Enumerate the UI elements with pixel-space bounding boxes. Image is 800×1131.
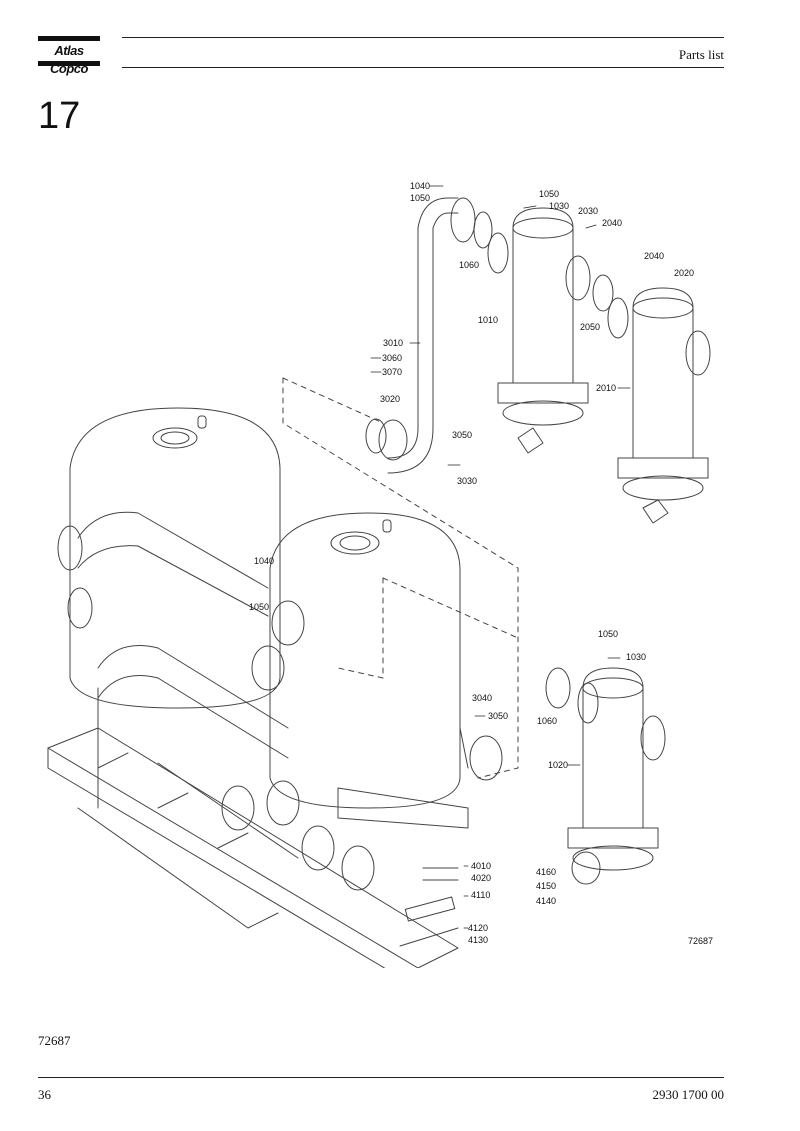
document-number: 2930 1700 00 xyxy=(652,1087,725,1102)
callout-1050: 1050 xyxy=(598,629,618,639)
assembly-lines xyxy=(282,377,519,779)
callout-1010: 1010 xyxy=(478,315,498,325)
callout-labels: 1040 1050 1060 1050 1030 2030 2040 1010 … xyxy=(249,181,713,946)
callout-1050: 1050 xyxy=(539,189,559,199)
bent-pipe-3010 xyxy=(365,197,493,474)
callout-3070: 3070 xyxy=(382,367,402,377)
base-frame xyxy=(47,727,469,968)
logo-bar-top xyxy=(38,36,100,41)
callout-3050: 3050 xyxy=(488,711,508,721)
front-vessel xyxy=(269,512,469,809)
callout-2020: 2020 xyxy=(674,268,694,278)
callout-1030: 1030 xyxy=(626,652,646,662)
callout-2040: 2040 xyxy=(602,218,622,228)
rear-vessel xyxy=(69,407,281,709)
callout-1060: 1060 xyxy=(537,716,557,726)
filter-2010 xyxy=(607,287,711,524)
header-title: Parts list xyxy=(678,47,724,62)
callout-1030: 1030 xyxy=(549,201,569,211)
header-rule-top xyxy=(122,37,724,38)
callout-3060: 3060 xyxy=(382,353,402,363)
callout-2010: 2010 xyxy=(596,383,616,393)
callout-1050: 1050 xyxy=(410,193,430,203)
callout-4020: 4020 xyxy=(471,873,491,883)
logo-text: Atlas Copco xyxy=(50,43,88,76)
callout-1060: 1060 xyxy=(459,260,479,270)
loose-parts xyxy=(399,867,459,947)
callout-3020: 3020 xyxy=(380,394,400,404)
exploded-parts-drawing: 1040 1050 1060 1050 1030 2030 2040 1010 … xyxy=(47,181,713,968)
header-rule-bottom xyxy=(122,67,724,68)
callout-1050: 1050 xyxy=(249,602,269,612)
callout-4160: 4160 xyxy=(536,867,556,877)
atlas-copco-logo: Atlas Copco xyxy=(38,36,100,76)
callout-2030: 2030 xyxy=(578,206,598,216)
manifold-piping xyxy=(57,511,503,891)
callout-4130: 4130 xyxy=(468,935,488,945)
callout-3050: 3050 xyxy=(452,430,472,440)
callout-2040: 2040 xyxy=(644,251,664,261)
footer-rule xyxy=(38,1077,724,1078)
callout-4120: 4120 xyxy=(468,923,488,933)
callout-1020: 1020 xyxy=(548,760,568,770)
callout-3030: 3030 xyxy=(457,476,477,486)
figure-reference: 72687 xyxy=(38,1033,71,1048)
callout-2050: 2050 xyxy=(580,322,600,332)
figure-label: 72687 xyxy=(688,936,713,946)
callout-1040: 1040 xyxy=(254,556,274,566)
callout-4110: 4110 xyxy=(471,890,490,900)
callout-3040: 3040 xyxy=(472,693,492,703)
logo-bar-bottom xyxy=(38,61,100,66)
section-number: 17 xyxy=(38,95,81,137)
page-number: 36 xyxy=(38,1087,51,1102)
callout-4010: 4010 xyxy=(471,861,491,871)
callout-1040: 1040 xyxy=(410,181,430,191)
filter-1010 xyxy=(487,207,614,454)
filter-1020 xyxy=(545,667,666,885)
leader-lines xyxy=(370,185,631,929)
callout-4140: 4140 xyxy=(536,896,556,906)
callout-3010: 3010 xyxy=(383,338,403,348)
callout-4150: 4150 xyxy=(536,881,556,891)
